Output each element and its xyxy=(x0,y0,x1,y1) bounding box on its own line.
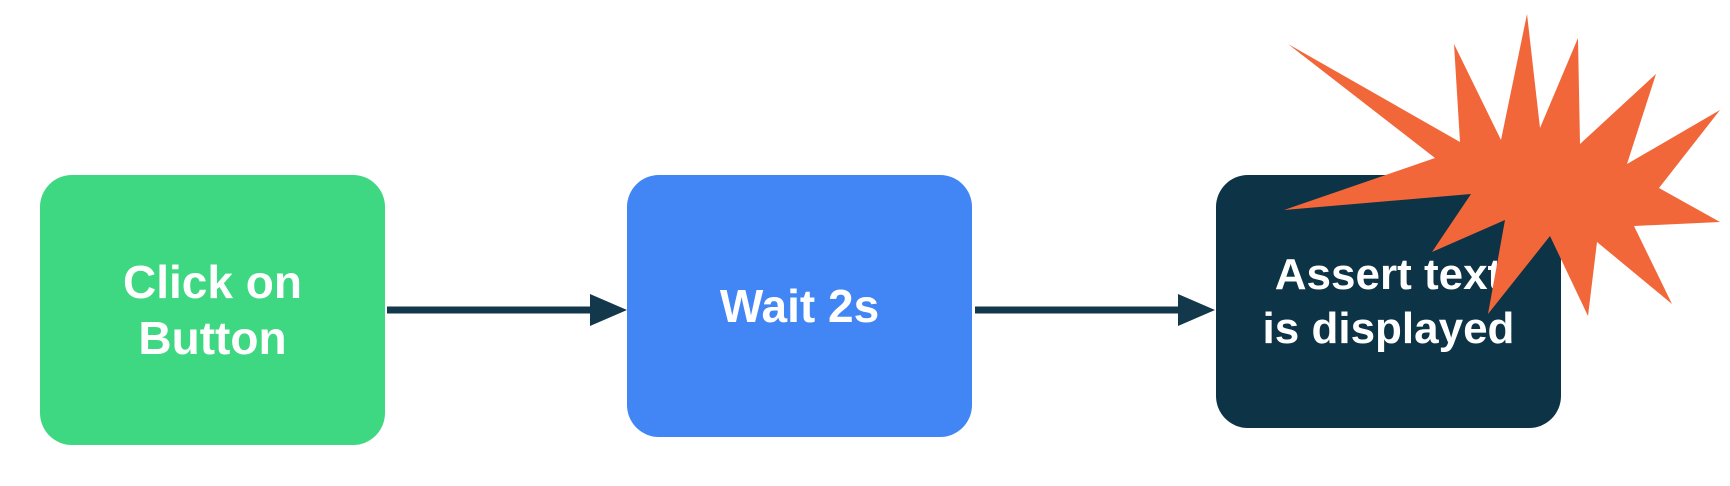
flow-node-assert-text-is-displayed[interactable]: Assert text is displayed xyxy=(1216,175,1561,428)
connector-click-to-wait xyxy=(387,294,627,326)
flow-node-click-on-button-label: Click on Button xyxy=(123,255,302,364)
flow-node-click-on-button[interactable]: Click on Button xyxy=(40,175,385,445)
connector-wait-to-assert xyxy=(975,294,1215,326)
flow-node-wait-label: Wait 2s xyxy=(719,279,880,332)
arrowhead-icon xyxy=(1178,294,1215,326)
flow-node-assert-text-is-displayed-label: Assert text is displayed xyxy=(1262,249,1515,353)
flow-node-wait[interactable]: Wait 2s xyxy=(627,175,972,437)
arrowhead-icon xyxy=(590,294,627,326)
